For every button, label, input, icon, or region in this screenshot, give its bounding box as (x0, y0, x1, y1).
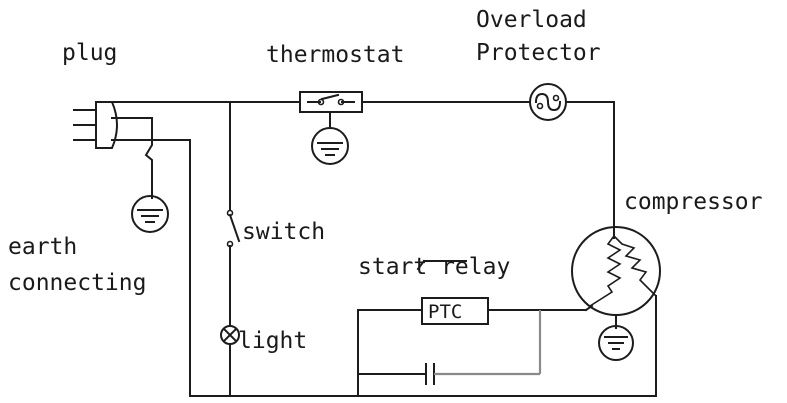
main-wiring (111, 101, 657, 397)
start-relay-label: start relay (358, 254, 510, 280)
door-switch-symbol (226, 209, 241, 248)
ptc-label: PTC (428, 301, 462, 323)
light-label: light (238, 328, 307, 354)
overload-protector-label-line1: Overload (476, 7, 587, 33)
overload-protector-symbol (529, 83, 567, 121)
earth-connecting-label-line2: connecting (8, 270, 146, 296)
light-bulb-symbol (220, 325, 240, 345)
start-relay-symbol: PTC (357, 259, 587, 397)
switch-label: switch (242, 219, 325, 245)
thermostat-symbol (299, 91, 363, 165)
compressor-symbol (571, 226, 661, 361)
plug-label: plug (62, 40, 117, 66)
overload-protector-label-line2: Protector (476, 40, 601, 66)
thermostat-label: thermostat (266, 42, 404, 68)
compressor-label: compressor (624, 189, 762, 215)
plug-symbol (73, 101, 191, 149)
earth-connecting-label-line1: earth (8, 234, 77, 260)
earth-ground-symbol (131, 117, 169, 233)
